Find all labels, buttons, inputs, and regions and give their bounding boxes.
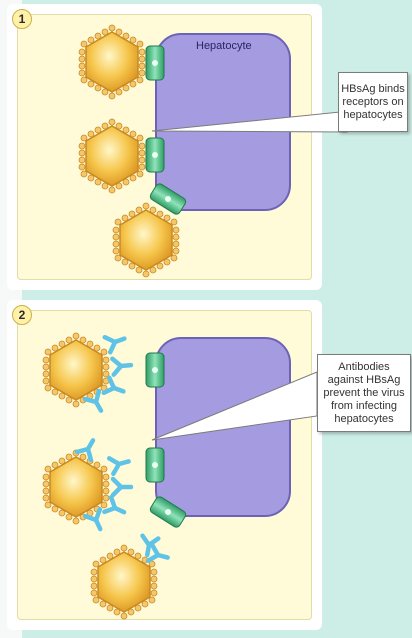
receptor-icon <box>145 447 165 483</box>
callout-pointer <box>151 111 348 133</box>
callout-box-step-2: Antibodies against HBsAg prevent the vir… <box>317 354 411 432</box>
virus-particle-icon <box>78 24 146 100</box>
receptor-icon <box>148 494 188 530</box>
virus-particle-icon <box>78 118 146 194</box>
step-number-badge: 2 <box>12 305 32 325</box>
receptor-icon <box>145 137 165 173</box>
hepatocyte-label: Hepatocyte <box>196 40 252 52</box>
antibody-icon <box>113 479 131 495</box>
receptor-icon <box>145 352 165 388</box>
antibody-icon <box>109 454 131 474</box>
step-number-badge: 1 <box>12 9 32 29</box>
virus-particle-icon <box>112 202 180 278</box>
receptor-icon <box>145 45 165 81</box>
antibody-icon <box>105 331 127 352</box>
callout-pointer <box>151 371 318 441</box>
callout-box-step-1: HBsAg binds receptors on hepatocytes <box>338 72 408 132</box>
antibody-icon <box>112 357 131 375</box>
